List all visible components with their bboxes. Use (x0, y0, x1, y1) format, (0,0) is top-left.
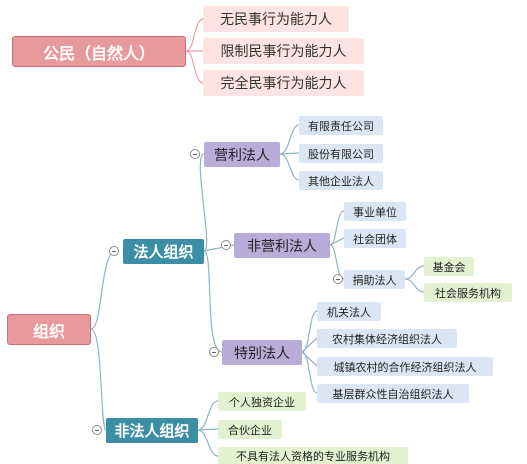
non-legal-person-node[interactable]: 非法人组织 (106, 418, 198, 443)
edge-sp-2 (301, 337, 318, 353)
collapse-toggle-donation[interactable] (333, 274, 343, 284)
citizen-child-3[interactable]: 完全民事行为能力人 (203, 70, 364, 96)
edge-fp-2 (279, 152, 300, 155)
edge-org-legal (90, 250, 117, 330)
citizen-child-1[interactable]: 无民事行为能力人 (203, 6, 349, 32)
non-profit-node[interactable]: 非营利法人 (234, 233, 330, 258)
edge-np-1 (329, 210, 345, 246)
collapse-toggle-special[interactable] (209, 347, 219, 357)
edge-nl-1 (197, 400, 219, 431)
edge-nl-2 (197, 428, 219, 431)
edge-legal-forprofit (199, 153, 208, 252)
collapse-toggle-non-legal[interactable] (92, 425, 102, 435)
for-profit-item[interactable]: 其他企业法人 (299, 171, 383, 190)
collapse-toggle-for-profit[interactable] (190, 149, 200, 159)
for-profit-item[interactable]: 有限责任公司 (299, 116, 383, 135)
collapse-toggle-legal[interactable] (109, 246, 119, 256)
edge-fp-3 (279, 153, 300, 181)
collapse-toggle-non-profit[interactable] (221, 240, 231, 250)
donation-item[interactable]: 基金会 (424, 257, 474, 276)
edge-don-1 (404, 265, 425, 280)
for-profit-node[interactable]: 营利法人 (204, 142, 280, 167)
for-profit-item[interactable]: 股份有限公司 (299, 144, 383, 163)
special-item[interactable]: 基层群众性自治组织法人 (317, 384, 469, 403)
edge-don-2 (404, 278, 425, 293)
special-node[interactable]: 特别法人 (222, 340, 302, 365)
legal-person-node[interactable]: 法人组织 (123, 239, 204, 264)
non-legal-item[interactable]: 不具有法人资格的专业服务机构 (218, 447, 408, 464)
non-profit-item[interactable]: 事业单位 (344, 202, 406, 221)
edge-citizen-1 (185, 18, 204, 52)
donation-node[interactable]: 捐助法人 (344, 270, 405, 289)
edge-org-nonlegal (90, 328, 107, 431)
edge-citizen-3 (185, 50, 204, 84)
edge-np-2 (329, 237, 345, 246)
non-legal-item[interactable]: 个人独资企业 (218, 392, 306, 411)
organization-node[interactable]: 组织 (7, 314, 91, 345)
non-profit-item[interactable]: 社会团体 (344, 229, 406, 248)
special-item[interactable]: 城镇农村的合作经济组织法人 (317, 357, 493, 376)
edge-sp-1 (301, 310, 318, 353)
edge-fp-1 (279, 124, 300, 155)
special-item[interactable]: 农村集体经济组织法人 (317, 329, 457, 348)
special-item[interactable]: 机关法人 (317, 302, 381, 321)
citizen-child-2[interactable]: 限制民事行为能力人 (203, 38, 364, 64)
edge-legal-special (203, 250, 223, 353)
citizen-node[interactable]: 公民（自然人） (12, 36, 186, 67)
non-legal-item[interactable]: 合伙企业 (218, 420, 282, 439)
edge-nl-3 (197, 429, 219, 457)
donation-item[interactable]: 社会服务机构 (424, 283, 512, 302)
edge-sp-4 (301, 351, 318, 394)
